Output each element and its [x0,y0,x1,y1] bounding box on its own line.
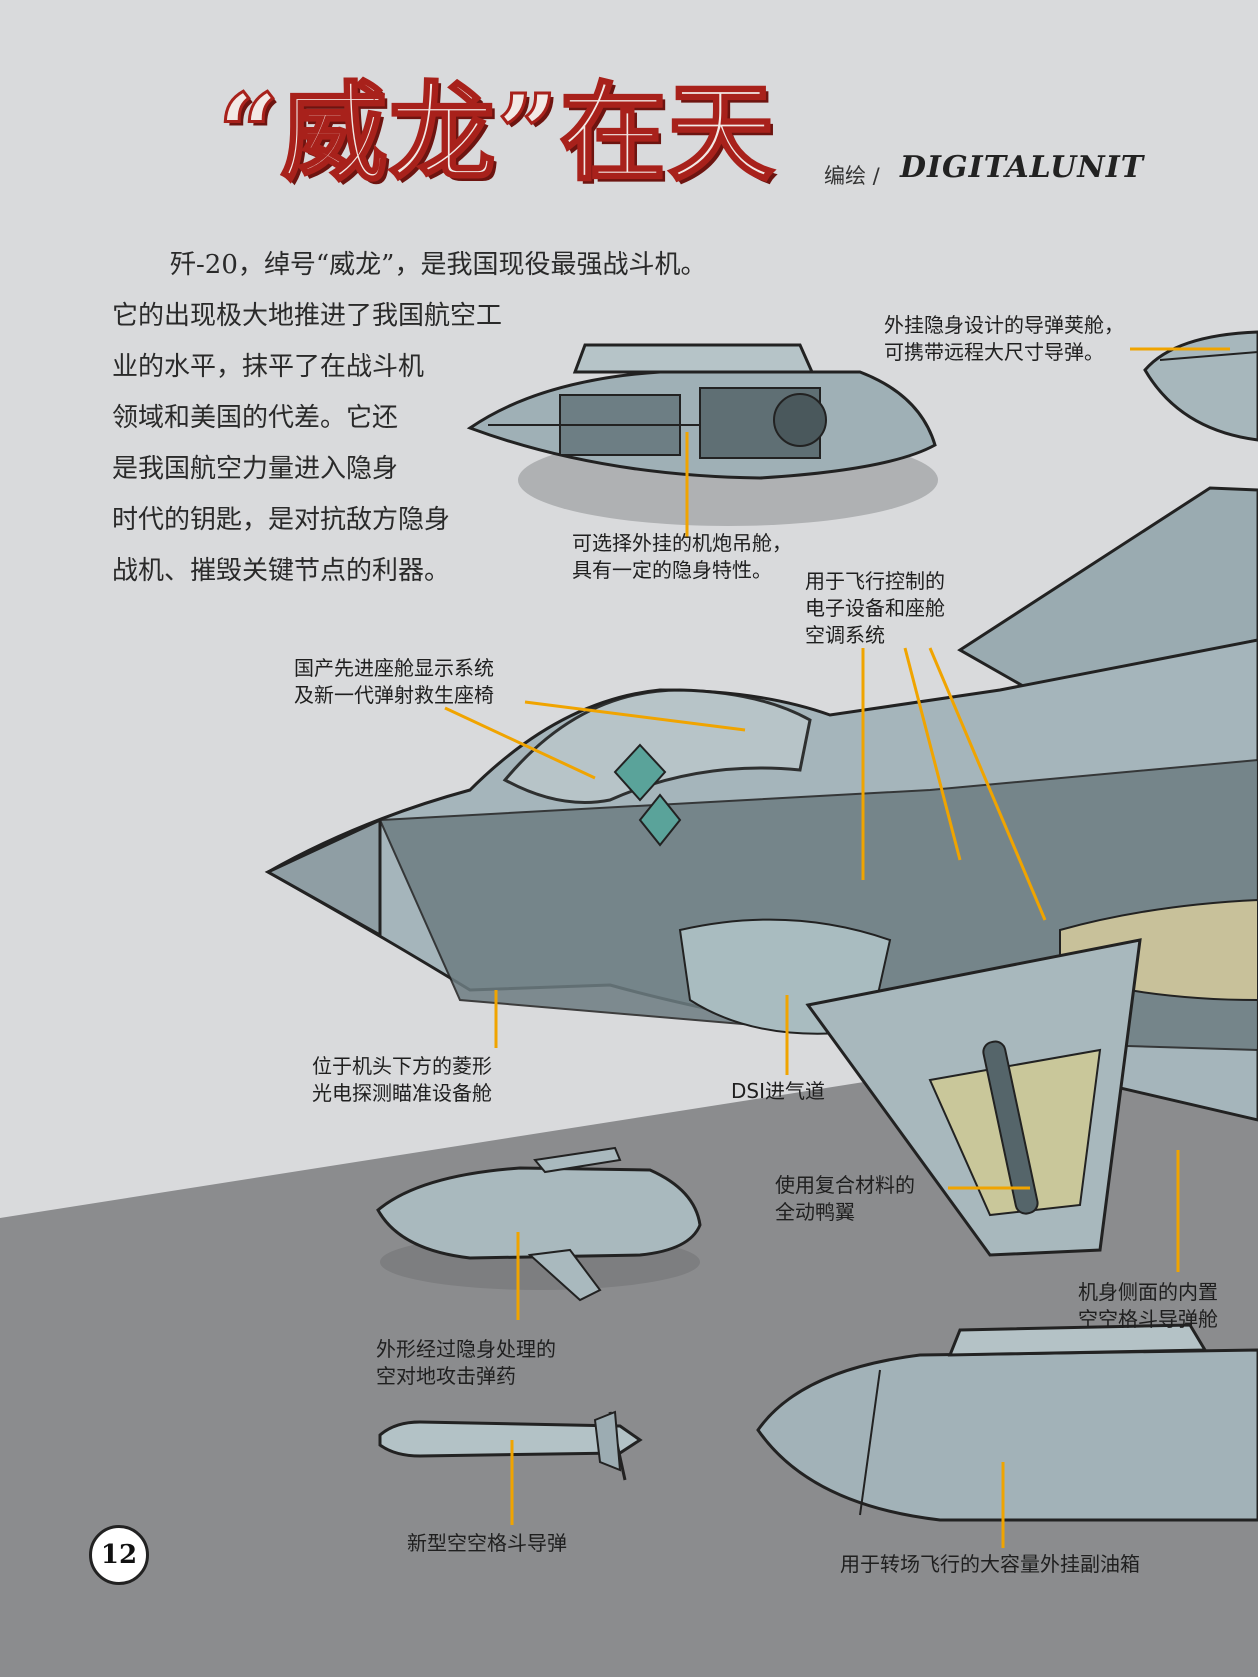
intro-line: 它的出现极大地推进了我国航空工 [112,301,503,331]
missile-pod-illustration [1143,330,1258,442]
aam-illustration [378,1410,643,1481]
label-gun-pod: 可选择外挂的机炮吊舱， 具有一定的隐身特性。 [572,530,792,584]
label-line: 空调系统 [805,623,885,647]
label-line: 外挂隐身设计的导弹荚舱， [884,313,1124,337]
page-title: “威龙”在天 [217,70,776,195]
label-line: 使用复合材料的 [775,1173,915,1197]
page-number: 12 [89,1525,149,1585]
label-line: 位于机头下方的菱形 [312,1054,492,1078]
intro-line: 业的水平，抹平了在战斗机 [112,352,425,382]
label-line: 具有一定的隐身特性。 [572,558,772,582]
byline-label: 编绘 / [824,164,880,188]
label-canard: 使用复合材料的 全动鸭翼 [775,1172,915,1226]
j20-cutaway-illustration [264,486,1258,1257]
label-line: 全动鸭翼 [775,1200,855,1224]
label-line: DSI进气道 [731,1079,825,1103]
intro-paragraph: 歼-20，绰号“威龙”，是我国现役最强战斗机。 它的出现极大地推进了我国航空工 … [112,240,706,597]
label-missile-pod: 外挂隐身设计的导弹荚舱， 可携带远程大尺寸导弹。 [884,312,1124,366]
label-stealth-munition: 外形经过隐身处理的 空对地攻击弹药 [376,1336,556,1390]
label-line: 外形经过隐身处理的 [376,1337,556,1361]
label-dsi-intake: DSI进气道 [731,1078,825,1105]
label-line: 用于转场飞行的大容量外挂副油箱 [840,1552,1140,1576]
label-aam: 新型空空格斗导弹 [407,1530,567,1557]
label-line: 可选择外挂的机炮吊舱， [572,531,792,555]
label-line: 可携带远程大尺寸导弹。 [884,340,1104,364]
intro-line: 歼-20，绰号“威龙”，是我国现役最强战斗机。 [170,250,707,280]
intro-line: 时代的钥匙，是对抗敌方隐身 [112,505,451,535]
label-drop-tank: 用于转场飞行的大容量外挂副油箱 [840,1551,1140,1578]
label-line: 用于飞行控制的 [805,569,945,593]
label-line: 及新一代弹射救生座椅 [294,683,494,707]
label-line: 空空格斗导弹舱 [1078,1307,1218,1331]
intro-line: 战机、摧毁关键节点的利器。 [112,556,451,586]
label-line: 电子设备和座舱 [805,596,945,620]
leader-lines [444,347,1230,1548]
label-side-weapon-bay: 机身侧面的内置 空空格斗导弹舱 [1078,1279,1218,1333]
label-cockpit: 国产先进座舱显示系统 及新一代弹射救生座椅 [294,655,494,709]
label-avionics: 用于飞行控制的 电子设备和座舱 空调系统 [805,568,945,649]
gun-pod-illustration [466,343,938,526]
stealth-munition-illustration [376,1146,702,1302]
label-line: 空对地攻击弹药 [376,1364,516,1388]
drop-tank-illustration [756,1323,1258,1522]
label-line: 光电探测瞄准设备舱 [312,1081,492,1105]
illustrator-signature: DIGITALUNIT [900,150,1145,185]
label-eots: 位于机头下方的菱形 光电探测瞄准设备舱 [312,1053,492,1107]
label-line: 新型空空格斗导弹 [407,1531,567,1555]
intro-line: 是我国航空力量进入隐身 [112,454,399,484]
intro-line: 领域和美国的代差。它还 [112,403,399,433]
label-line: 国产先进座舱显示系统 [294,656,494,680]
label-line: 机身侧面的内置 [1078,1280,1218,1304]
